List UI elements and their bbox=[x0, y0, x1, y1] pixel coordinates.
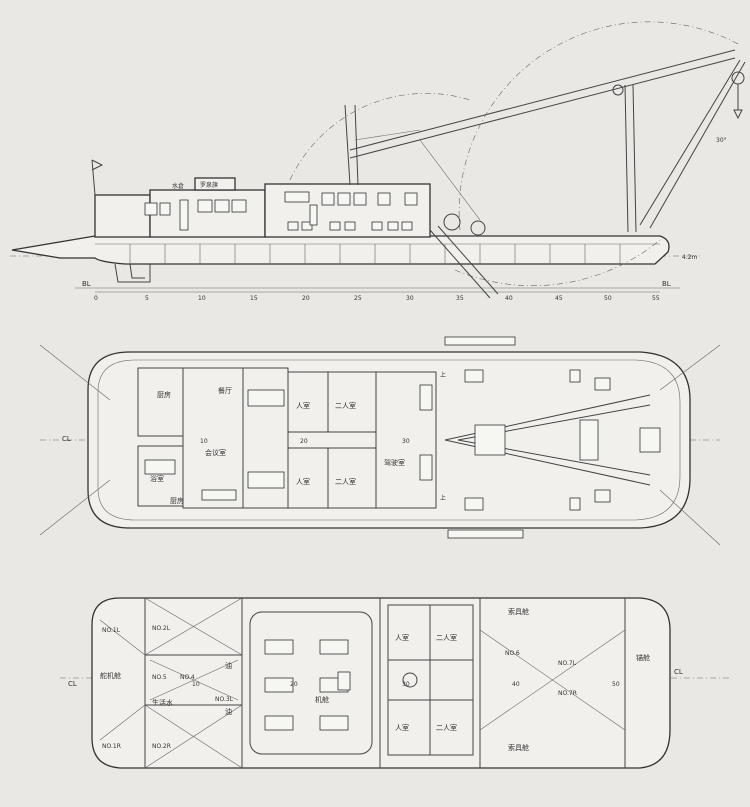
tank-no3l-label: NO.3L bbox=[215, 696, 234, 703]
dining-label: 餐厅 bbox=[218, 386, 232, 395]
crane-swing-arc bbox=[458, 21, 741, 231]
single-cabin-lower-label: 人室 bbox=[296, 477, 310, 486]
double-cabin-b-label: 二人室 bbox=[436, 723, 457, 732]
tank-no1r-label: NO.1R bbox=[102, 743, 121, 750]
bath-label: 浴室 bbox=[150, 474, 164, 483]
double-cabin-a-label: 二人室 bbox=[436, 633, 457, 642]
double-cabin-lower-label: 二人室 bbox=[335, 477, 356, 486]
frame-label: 10 bbox=[198, 295, 206, 302]
deck-plan-view: CL 厨房 餐厅 会议室 浴室 厨房 人室 bbox=[39, 336, 721, 546]
engine-room-label: 机舱 bbox=[315, 695, 329, 704]
aft-deckhouse bbox=[94, 194, 151, 238]
profile-view: BL BL 0 5 10 15 20 25 30 35 40 45 50 55 … bbox=[10, 21, 746, 302]
boom-angle-label: 30° bbox=[716, 137, 727, 144]
double-cabin-upper-label: 二人室 bbox=[335, 401, 356, 410]
oil-tank-label: 油 bbox=[225, 707, 232, 716]
hold-plan-view: CL CL bbox=[60, 597, 730, 769]
wheelhouse-top bbox=[194, 177, 236, 191]
profile-windows bbox=[144, 191, 418, 231]
hold-frame-label: 10 bbox=[192, 681, 200, 688]
tank-no2l-label: NO.2L bbox=[152, 625, 171, 632]
deck-centerline-label: CL bbox=[62, 435, 71, 443]
engines bbox=[264, 639, 351, 731]
oil-tank-label: 油 bbox=[225, 661, 232, 670]
hold-frame-label: 40 bbox=[512, 681, 520, 688]
frame-label: 55 bbox=[652, 295, 660, 302]
single-cabin-upper-label: 人室 bbox=[296, 401, 310, 410]
stair-up-label: 上 bbox=[440, 371, 446, 379]
frame-label: 20 bbox=[302, 295, 310, 302]
profile-hull bbox=[11, 235, 670, 265]
frame-label: 30 bbox=[406, 295, 414, 302]
hold-centerline-label-right: CL bbox=[674, 668, 683, 676]
deck-rooms bbox=[137, 367, 437, 509]
tank-no7r-label: NO.7R bbox=[558, 690, 577, 697]
deck-frame-label: 20 bbox=[300, 438, 308, 445]
deck-frame-label: 30 bbox=[402, 438, 410, 445]
single-cabin-a-label: 人室 bbox=[395, 633, 409, 642]
stair-up-label: 上 bbox=[440, 494, 446, 502]
frame-label: 25 bbox=[354, 295, 362, 302]
frame-label: 35 bbox=[456, 295, 464, 302]
winch-drum bbox=[470, 220, 486, 236]
frame-label: 50 bbox=[604, 295, 612, 302]
stores-room-bottom-label: 索具舱 bbox=[508, 743, 529, 752]
hold-frame-label: 20 bbox=[290, 681, 298, 688]
tank-no5-label: NO.5 bbox=[152, 674, 167, 681]
winch-drum bbox=[443, 213, 461, 231]
tank-no4-label: NO.4 bbox=[180, 674, 195, 681]
wheelhouse-label: 水倉 bbox=[172, 182, 184, 190]
hold-frame-label: 30 bbox=[402, 681, 410, 688]
baseline-label-right: BL bbox=[662, 280, 671, 288]
deck-frame-label: 10 bbox=[200, 438, 208, 445]
frame-label: 40 bbox=[505, 295, 513, 302]
pantry-label: 厨房 bbox=[170, 496, 184, 505]
stores-room-top-label: 索具舱 bbox=[508, 607, 529, 616]
tank-no6-label: NO.6 bbox=[505, 650, 520, 657]
frame-label: 15 bbox=[250, 295, 258, 302]
hold-frame-label: 50 bbox=[612, 681, 620, 688]
galley-label: 厨房 bbox=[157, 390, 171, 399]
bridge-label: 驾驶室 bbox=[384, 458, 405, 467]
frame-label: 5 bbox=[145, 295, 149, 302]
baseline-label-left: BL bbox=[82, 280, 91, 288]
profile-rigging bbox=[344, 49, 746, 233]
ladder-gantry bbox=[444, 369, 661, 511]
single-cabin-b-label: 人室 bbox=[395, 723, 409, 732]
ship-mark-label: 罗泉旗 bbox=[200, 181, 218, 189]
tank-no2r-label: NO.2R bbox=[152, 743, 171, 750]
boom-swing-arc bbox=[289, 93, 471, 181]
profile-frame-ruler: 0 5 10 15 20 25 30 35 40 45 50 55 bbox=[94, 291, 660, 302]
tank-no1l-label: NO.1L bbox=[102, 627, 121, 634]
hold-centerline-label-left: CL bbox=[68, 680, 77, 688]
frame-label: 0 bbox=[94, 295, 98, 302]
frame-label: 45 bbox=[555, 295, 563, 302]
hold-hull-outline bbox=[91, 597, 671, 769]
chain-locker-label: 锚舱 bbox=[636, 653, 650, 662]
draft-label: 4.2m bbox=[682, 254, 698, 261]
fresh-water-tank-label: 生活水 bbox=[152, 698, 173, 707]
steering-room-label: 舵机舱 bbox=[100, 671, 121, 680]
meeting-room-label: 会议室 bbox=[205, 448, 226, 457]
tank-no7l-label: NO.7L bbox=[558, 660, 577, 667]
